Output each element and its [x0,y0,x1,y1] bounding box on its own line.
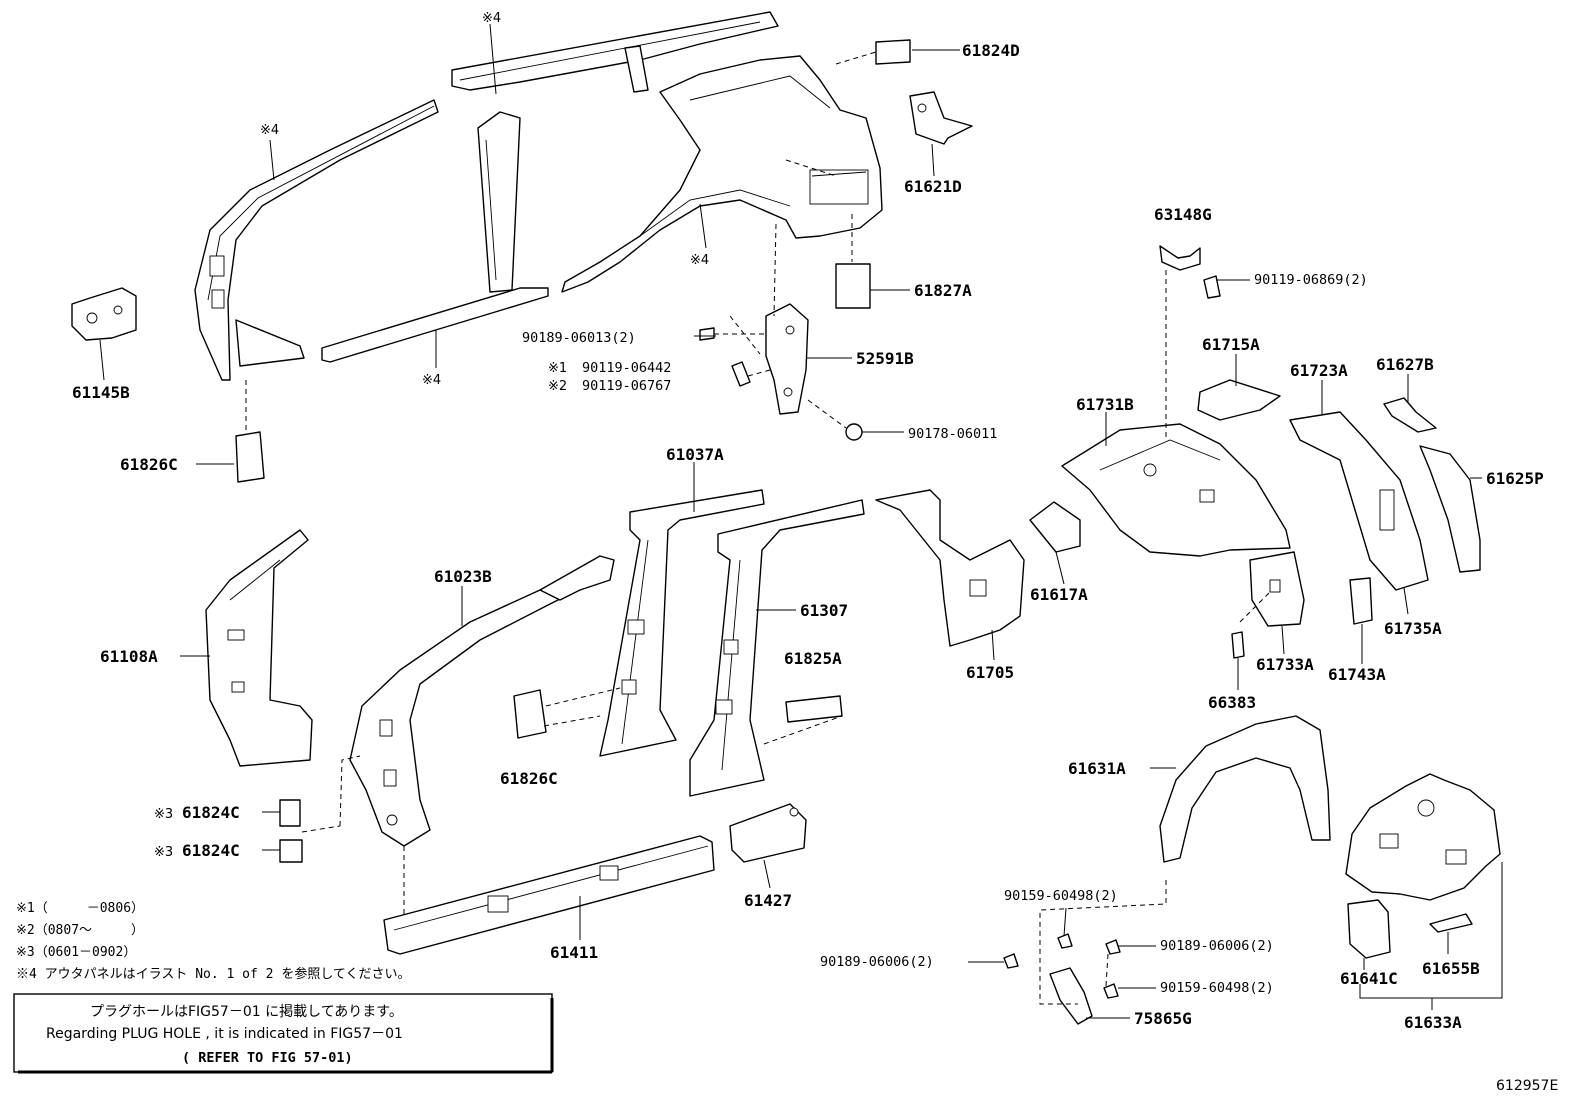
quarter-inner-61705 [875,489,1025,647]
part-61621D-shape [909,91,973,145]
quarter-wheelhouse-inner-61731B [1061,423,1291,557]
center-pillar-61307 [689,499,865,797]
label-90119-06767: 90119-06767 [582,378,671,394]
part-61733A-shape [1249,551,1305,627]
label-90189-06013: 90189-06013(2) [522,330,636,346]
footnote-2: ※2（0807～ ） [16,923,144,938]
reference-line-2: Regarding PLUG HOLE , it is indicated in… [46,1026,403,1042]
wheelhouse-outer-61631A [1159,715,1331,863]
label-61723A: 61723A [1290,361,1348,380]
label-61427: 61427 [744,891,792,910]
part-61723A-shape [1289,411,1429,591]
reference-line-1: プラグホールはFIG57－01 に掲載してあります。 [90,1004,403,1020]
part-61427-shape [729,803,807,863]
center-pillar-61037A [599,489,765,757]
label-90159-60498-a: 90159-60498(2) [1004,888,1118,904]
label-61037A: 61037A [666,445,724,464]
footnote-1: ※1（ －0806） [16,901,144,916]
front-pillar-inner-61108A [205,529,313,767]
label-90119-06442: 90119-06442 [582,360,671,376]
label-75865G: 75865G [1134,1009,1192,1028]
part-61824D-shape [875,39,911,65]
part-61641C-shape [1347,899,1391,959]
part-61825A-shape [785,695,843,723]
label-61715A: 61715A [1202,335,1260,354]
footnote-4: ※4 アウタパネルはイラスト No. 1 of 2 を参照してください。 [16,966,411,982]
label-61108A: 61108A [100,647,158,666]
label-61826C-upper: 61826C [120,455,178,474]
label-61617A: 61617A [1030,585,1088,604]
reference-box: プラグホールはFIG57－01 に掲載してあります。 Regarding PLU… [13,993,554,1074]
label-61824D: 61824D [962,41,1020,60]
label-61411: 61411 [550,943,598,962]
mark-4-rocker: ※4 [422,373,441,388]
label-61824C-a: 61824C [182,803,240,822]
mark-2: ※2 [548,379,567,394]
part-61145B-shape [71,287,137,341]
label-90119-06869: 90119-06869(2) [1254,272,1368,288]
part-61826C-lower-shape [513,689,547,739]
label-61655B: 61655B [1422,959,1480,978]
label-61733A: 61733A [1256,655,1314,674]
dashed-guide-lines [245,51,1271,1005]
part-52591B-shape [765,303,809,415]
part-75865G-shape [1003,933,1121,1025]
label-66383: 66383 [1208,693,1256,712]
label-61145B: 61145B [72,383,130,402]
label-61735A: 61735A [1384,619,1442,638]
part-61826C-upper-shape [235,431,265,483]
mark-4-quarter: ※4 [690,253,709,268]
part-61617A-shape [1029,501,1081,553]
reference-line-3: ( REFER TO FIG 57-01) [182,1050,353,1066]
label-61705: 61705 [966,663,1014,682]
quarter-outer-panel [561,55,883,293]
label-61307: 61307 [800,601,848,620]
part-labels: 61824D 61621D 61827A 63148G 90119-06869(… [72,11,1544,1032]
label-52591B: 52591B [856,349,914,368]
part-61743A-shape [1349,577,1373,625]
wheelhouse-inner-61633A [1345,773,1501,901]
label-61827A: 61827A [914,281,972,300]
label-61641C: 61641C [1340,969,1398,988]
part-63148G-shape [1159,245,1201,271]
label-90189-06006-b: 90189-06006(2) [1160,938,1274,954]
label-90159-60498-b: 90159-60498(2) [1160,980,1274,996]
front-pillar-outer-panel [194,99,439,381]
part-61715A-shape [1197,379,1281,421]
part-66383-shape [1231,631,1245,659]
part-61824C-cubes [279,799,303,863]
label-61826C-lower: 61826C [500,769,558,788]
part-61655B-shape [1429,913,1473,933]
label-61625P: 61625P [1486,469,1544,488]
front-pillar-inner-61023B [349,555,615,847]
part-61627B-shape [1383,397,1437,433]
rocker-outer-panel [235,111,549,367]
label-63148G: 63148G [1154,205,1212,224]
footnotes: ※1（ －0806） ※2（0807～ ） ※3（0601－0902） ※4 ア… [16,901,411,982]
footnote-3: ※3（0601－0902） [16,945,136,960]
label-61023B: 61023B [434,567,492,586]
label-61621D: 61621D [904,177,962,196]
label-90189-06006-a: 90189-06006(2) [820,954,934,970]
rocker-inner-61411 [383,835,715,955]
label-61631A: 61631A [1068,759,1126,778]
label-90178-06011: 90178-06011 [908,426,997,442]
label-61743A: 61743A [1328,665,1386,684]
mark-3-b: ※3 [154,845,173,860]
figure-code: 612957E [1496,1078,1558,1094]
mark-4-front-pillar: ※4 [260,123,279,138]
roof-side-rail-panel [451,11,779,93]
mark-4-roof: ※4 [482,11,501,26]
mark-1: ※1 [548,361,567,376]
label-61825A: 61825A [784,649,842,668]
part-61625P-shape [1419,445,1481,573]
label-61627B: 61627B [1376,355,1434,374]
part-61827A-shape [835,263,871,309]
mark-3-a: ※3 [154,807,173,822]
label-61633A: 61633A [1404,1013,1462,1032]
label-61824C-b: 61824C [182,841,240,860]
label-61731B: 61731B [1076,395,1134,414]
leader-lines [99,23,1503,1019]
